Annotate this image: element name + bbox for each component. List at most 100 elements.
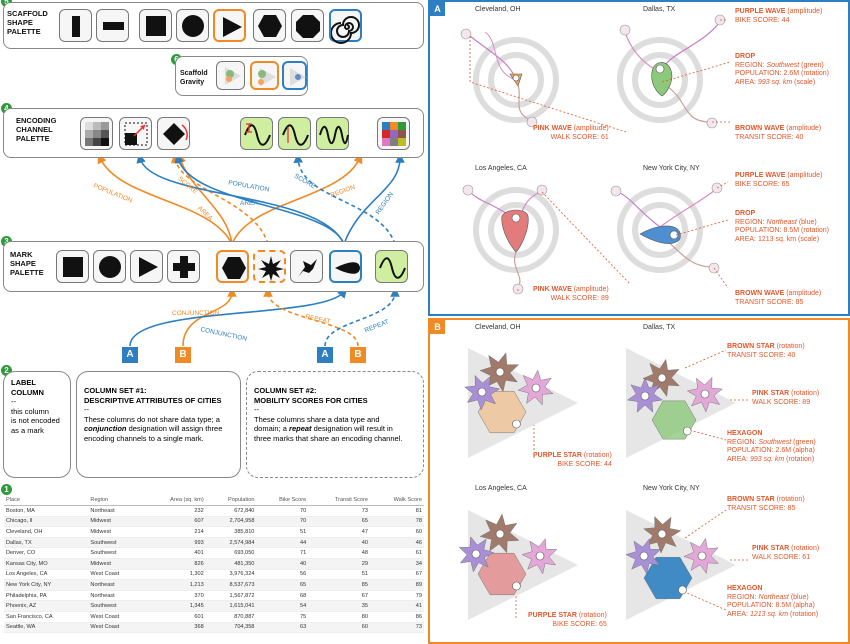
scaffold-spiral-shape[interactable] [329, 9, 362, 44]
table-header-population[interactable]: Population [205, 494, 257, 506]
cell-place: Philadelphia, PA [4, 590, 89, 602]
arrow-score-orange-dashed [171, 153, 269, 245]
mark-wave-shape[interactable] [375, 250, 408, 283]
cell-area: 401 [143, 547, 206, 559]
scaffold-hexagon-shape[interactable] [253, 9, 286, 42]
arrow-score-blue-dashed [293, 153, 396, 245]
dallas-wave-glyph [617, 14, 726, 129]
cell-bike-score: 56 [256, 569, 309, 581]
color-channel[interactable] [377, 117, 410, 150]
mark-cross-shape[interactable] [167, 250, 200, 283]
cell-population: 2,574,984 [205, 537, 257, 549]
panel-a-city-cleveland: Cleveland, OH [475, 6, 521, 13]
mark-star-shape[interactable] [253, 250, 286, 283]
cell-area: 826 [143, 558, 206, 570]
gravity-right-option[interactable] [282, 61, 307, 90]
amplitude-channel[interactable] [240, 117, 273, 150]
la-purple-star-anchor [471, 549, 481, 559]
mark-hexagon-shape[interactable] [216, 250, 249, 283]
gravity-center-option[interactable] [216, 61, 245, 90]
cell-area: 232 [143, 505, 206, 517]
scaffold-square-shape[interactable] [139, 9, 172, 42]
mark-circle-shape[interactable] [93, 250, 126, 283]
mark-triangle-shape[interactable] [130, 250, 163, 283]
cell-population: 8,537,673 [205, 579, 257, 591]
cell-walk-score: 78 [369, 516, 424, 528]
cell-area: 1,302 [143, 569, 206, 581]
panel-b-city-nyc: New York City, NY [643, 485, 700, 492]
column-set-2-box: COLUMN SET #2: MOBILITY SCORES FOR CITIE… [246, 371, 424, 478]
cell-region: Midwest [88, 526, 144, 538]
mark-drop-shape[interactable] [329, 250, 362, 283]
column-set-2-badge-a: A [317, 347, 333, 363]
cell-population: 1,615,041 [205, 600, 257, 612]
opacity-channel[interactable] [80, 117, 113, 150]
scaffold-circle-shape[interactable] [176, 9, 209, 42]
mark-square-shape[interactable] [56, 250, 89, 283]
cell-bike-score: 65 [256, 579, 309, 591]
cell-walk-score: 34 [369, 558, 424, 570]
cell-place: New York City, NY [4, 579, 89, 591]
panel-b-city-dallas: Dallas, TX [643, 324, 676, 331]
panel-a-dallas-purple-annotation: PURPLE WAVE (amplitude) BIKE SCORE: 44 [735, 8, 823, 24]
gravity-left-option[interactable] [250, 61, 279, 90]
table-header-region[interactable]: Region [88, 494, 144, 506]
cell-place: Seattle, WA [4, 622, 89, 634]
scaffold-triangle-shape[interactable] [213, 9, 246, 42]
table-header-place[interactable]: Place [4, 494, 89, 506]
mark-bird-shape[interactable] [290, 250, 323, 283]
nyc-wave-glyph [610, 182, 723, 274]
panel-a-nyc-brown-annotation: BROWN WAVE (amplitude) TRANSIT SCORE: 85 [735, 290, 822, 306]
cell-region: Midwest [88, 516, 144, 528]
arrow-repeat-a [324, 287, 400, 347]
column-set-2-badge-b: B [350, 347, 366, 363]
label-area-blue: AREA [240, 200, 258, 207]
cell-population: 385,810 [205, 526, 257, 538]
nyc-hexagon-anchor [678, 585, 687, 595]
la-wave-glyph [462, 184, 559, 295]
scale-channel[interactable] [119, 117, 152, 150]
table-header-bike-score[interactable]: Bike Score [256, 494, 309, 506]
cell-bike-score: 70 [256, 505, 309, 517]
cell-place: Kansas City, MO [4, 558, 89, 570]
wavelength-channel[interactable] [278, 117, 311, 150]
cell-walk-score: 61 [369, 547, 424, 559]
cell-transit-score: 60 [308, 622, 370, 634]
arrow-conjunction-b [182, 287, 237, 347]
scaffold-wide-bar-shape[interactable] [96, 9, 129, 42]
la-brown-star-anchor [495, 529, 505, 539]
panel-a-city-la: Los Angeles, CA [475, 165, 527, 172]
table-header-transit-score[interactable]: Transit Score [308, 494, 370, 506]
rotation-channel[interactable] [157, 117, 190, 150]
panel-a-cleveland-annotation: PINK WAVE (amplitude) WALK SCORE: 61 [533, 125, 609, 141]
nyc-purple-star-anchor [639, 551, 649, 561]
city-data-table: Place Region Area (sq. km) Population Bi… [4, 494, 424, 634]
cell-transit-score: 65 [308, 516, 370, 528]
panel-a-city-dallas: Dallas, TX [643, 6, 676, 13]
scaffold-tall-bar-shape[interactable] [59, 9, 92, 42]
table-header-area[interactable]: Area (sq. km) [143, 494, 206, 506]
arrow-area-blue [174, 153, 345, 245]
table-header-walk-score[interactable]: Walk Score [369, 494, 424, 506]
scaffold-octagon-shape[interactable] [291, 9, 324, 42]
panel-b-dallas-pink-annotation: PINK STAR (rotation) WALK SCORE: 89 [752, 390, 820, 406]
frequency-channel[interactable] [316, 117, 349, 150]
cell-area: 993 [143, 537, 206, 549]
panel-b-tag: B [430, 320, 445, 334]
